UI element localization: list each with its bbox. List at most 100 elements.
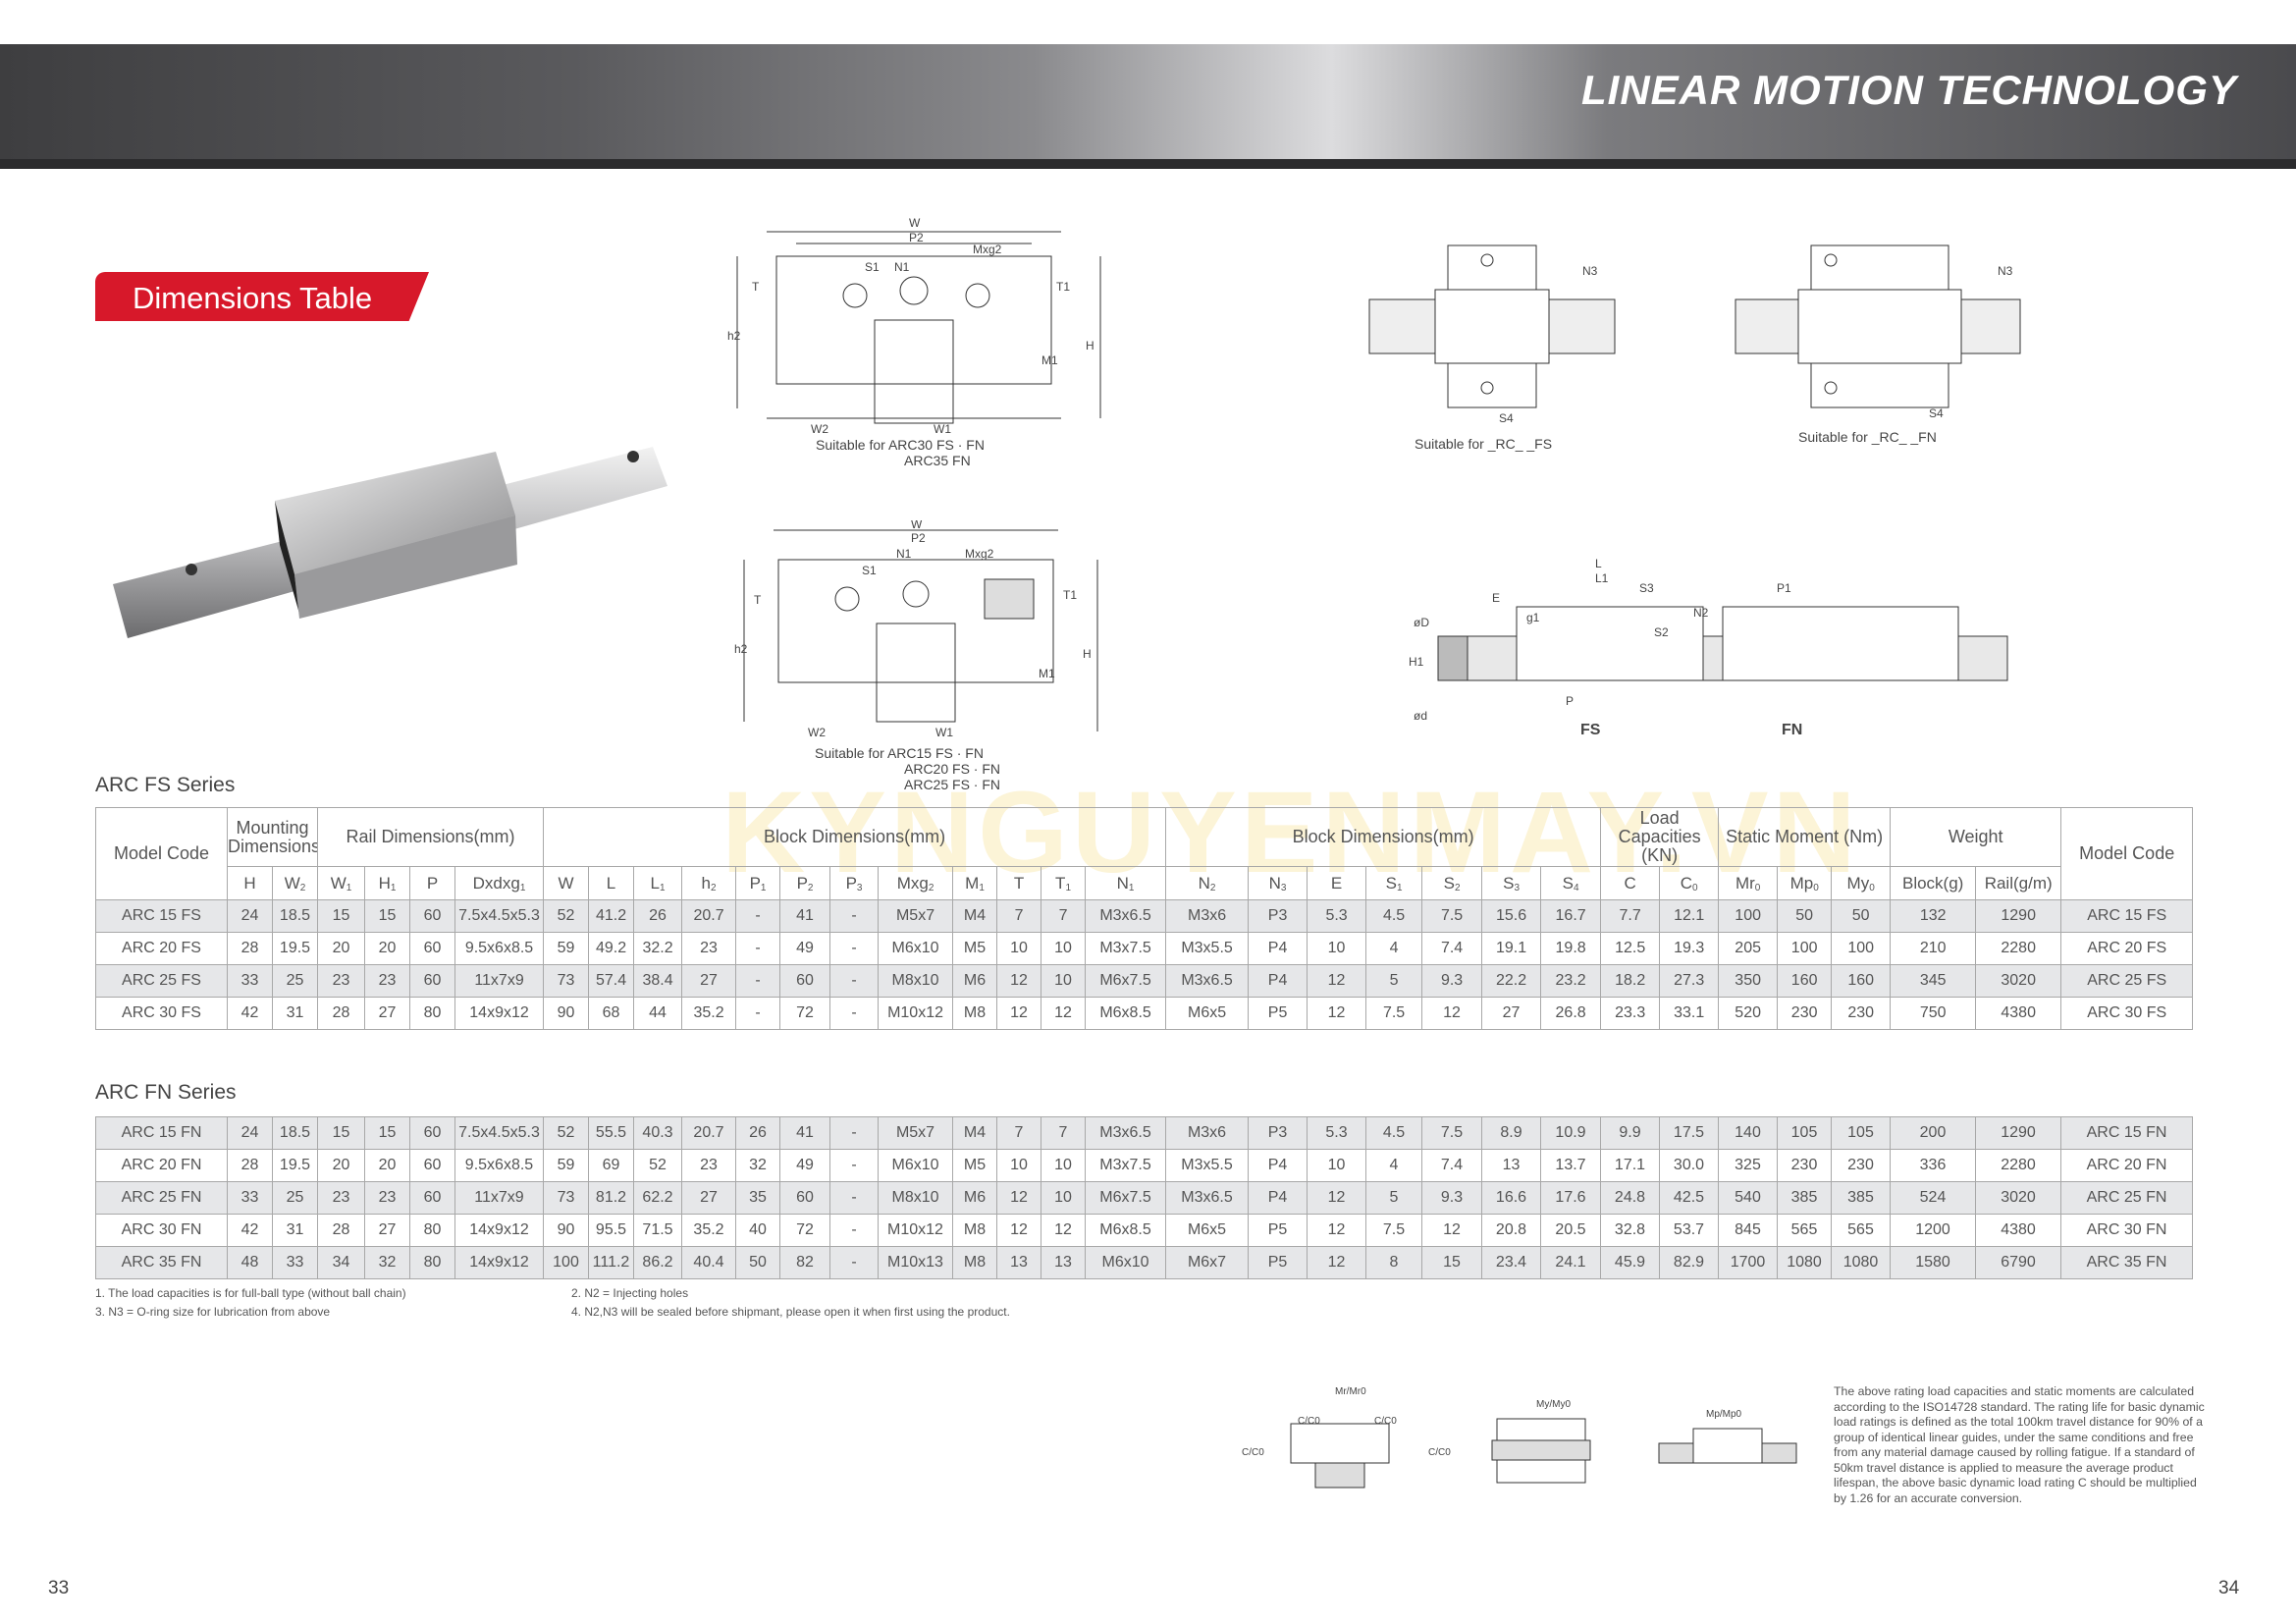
column-header: P2 [779,866,831,900]
table-cell: 105 [1777,1116,1832,1150]
table-cell: 44 [633,997,683,1030]
dimension-label: h2 [734,642,748,656]
column-header: W2 [272,866,318,900]
column-header: N3 [1248,866,1308,900]
table-cell: 73 [543,964,590,998]
table-cell: 35.2 [681,997,737,1030]
table-cell: 10 [996,932,1042,965]
table-cell: 45.9 [1600,1246,1660,1279]
column-header: C0 [1659,866,1720,900]
table-cell: 13 [996,1246,1041,1279]
table-cell: 4.5 [1365,899,1423,933]
table-cell: - [829,1149,879,1182]
table-cell: 19.5 [272,932,318,965]
svg-text:FN: FN [1782,722,1802,738]
column-header: L [588,866,635,900]
table-cell: 40.3 [633,1116,682,1150]
table-cell: 48 [227,1246,273,1279]
table-cell: 24 [227,899,273,933]
table-cell: P5 [1248,997,1308,1030]
table-cell: 33 [272,1246,318,1279]
table-cell: 52 [543,899,590,933]
table-cell: 5.3 [1307,1116,1366,1150]
table-cell: 80 [409,997,455,1030]
table-cell: 17.6 [1540,1181,1601,1215]
table-cell: 32.2 [633,932,683,965]
header-group: Load Capacities (KN) [1600,807,1720,867]
table-cell: 50 [735,1246,780,1279]
header-group: Static Moment (Nm) [1718,807,1892,867]
table-cell: 3020 [1975,1181,2061,1215]
table-cell: 12 [996,964,1042,998]
table-cell: 1290 [1975,1116,2061,1150]
table-cell: M6x10 [878,1149,953,1182]
table-cell: 20 [364,932,410,965]
table-cell: 23 [364,964,410,998]
table-cell: 345 [1890,964,1977,998]
column-header: H [227,866,273,900]
table-cell: M3x7.5 [1085,932,1167,965]
svg-text:S4: S4 [1929,406,1944,420]
table-cell: 59 [543,1149,589,1182]
table-cell: 13.7 [1540,1149,1601,1182]
table-cell: P3 [1248,899,1308,933]
dimension-label: S1 [865,260,880,274]
table-cell: 18.5 [272,899,318,933]
dimension-label: W2 [811,422,828,436]
table-cell: 7 [996,1116,1041,1150]
dimension-label: H [1083,647,1092,661]
dimension-label: øD [1414,616,1429,629]
table-cell: 7.5x4.5x5.3 [454,1116,544,1150]
table-cell: 10 [1041,1149,1086,1182]
table-cell: 35 [735,1181,780,1215]
table-cell: 60 [779,964,831,998]
table-cell: 15.6 [1481,899,1542,933]
table-cell: 26.8 [1540,997,1602,1030]
table-cell: 24 [227,1116,273,1150]
table-cell: 17.5 [1659,1116,1719,1150]
table-cell: 4380 [1975,1214,2061,1247]
column-header: N1 [1085,866,1167,900]
table-cell: 9.3 [1421,1181,1482,1215]
table-cell: 10 [1041,1181,1086,1215]
column-header: S4 [1540,866,1602,900]
svg-text:C/C0: C/C0 [1374,1416,1397,1427]
page-number-left: 33 [48,1578,70,1598]
table-cell: 30.0 [1659,1149,1719,1182]
table-cell: - [829,1214,879,1247]
table-cell: M8 [952,1246,997,1279]
top-view-fn-drawing: N3 S4 Suitable for _RC_ _FN [1735,244,2021,445]
table-cell: ARC 25 FS [2060,964,2194,998]
table-cell: 540 [1718,1181,1778,1215]
table-cell: P4 [1248,1149,1308,1182]
table-cell: 7.4 [1421,932,1483,965]
table-cell: 12 [1307,997,1367,1030]
svg-text:Mr/Mr0: Mr/Mr0 [1335,1386,1366,1397]
column-header: h2 [681,866,737,900]
table-cell: M6x10 [878,932,954,965]
table-cell: - [735,932,781,965]
table-cell: 59 [543,932,590,965]
column-header: S1 [1365,866,1423,900]
table-cell: - [829,1181,879,1215]
table-cell: ARC 30 FN [95,1214,228,1247]
table-cell: 32.8 [1600,1214,1660,1247]
svg-text:C/C0: C/C0 [1428,1447,1451,1458]
table-cell: M3x6 [1165,1116,1249,1150]
table-cell: M8x10 [878,964,954,998]
table-cell: 230 [1777,997,1833,1030]
dimension-label: T [754,593,762,607]
table-cell: 16.7 [1540,899,1602,933]
table-cell: 8 [1365,1246,1422,1279]
table-cell: - [829,932,880,965]
page-number-right: 34 [2218,1578,2240,1598]
table-cell: M3x7.5 [1085,1149,1166,1182]
fs-series-title: ARC FS Series [95,774,236,796]
column-header: N2 [1165,866,1250,900]
column-header: P [409,866,455,900]
dimension-label: ød [1414,709,1427,723]
table-cell: M6x8.5 [1085,1214,1166,1247]
table-cell: 9.5x6x8.5 [454,932,545,965]
table-cell: 3020 [1975,964,2062,998]
